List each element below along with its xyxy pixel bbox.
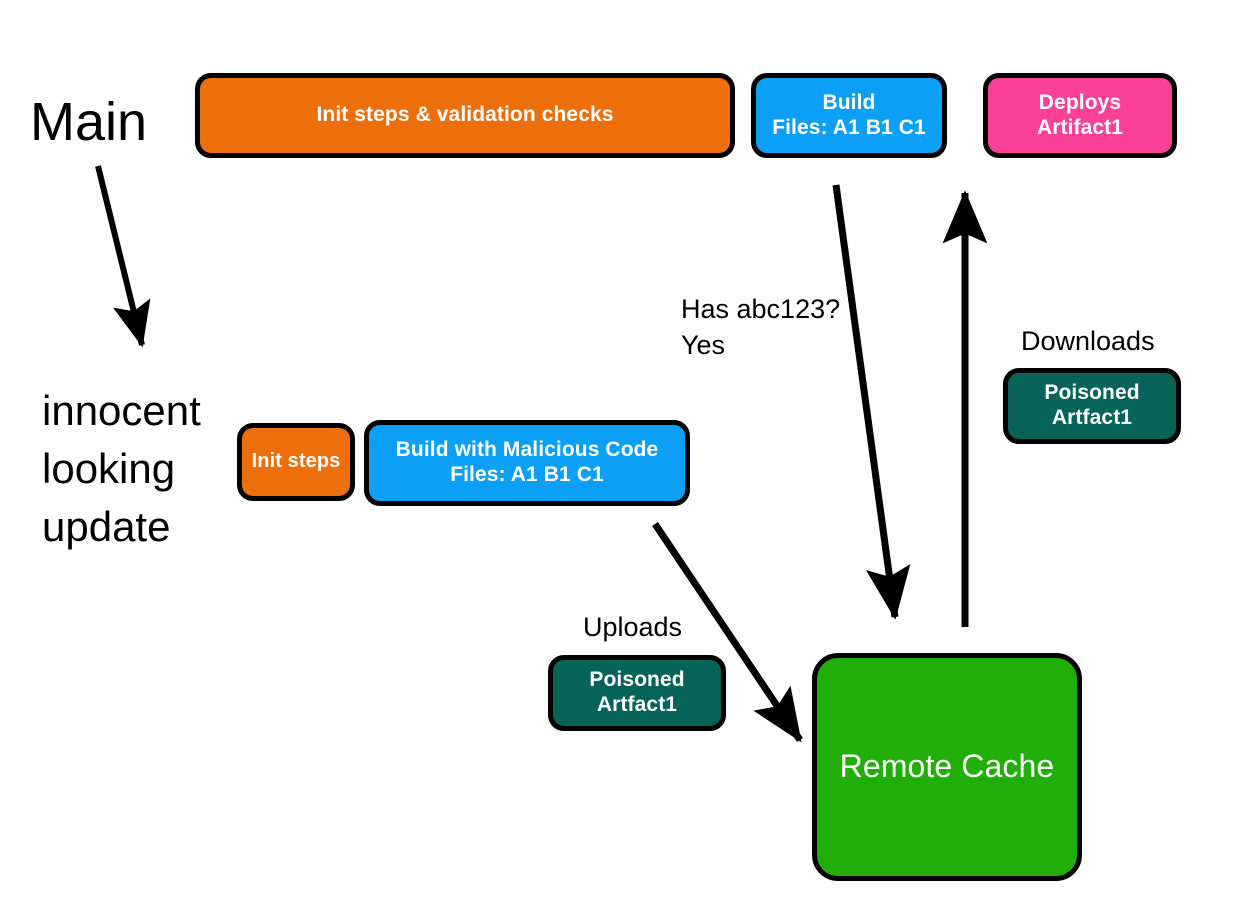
arrow-build-to-cache [832, 184, 911, 620]
edge-label-has-abc123: Has abc123? Yes [681, 294, 841, 360]
node-init-steps-validation-checks[interactable]: Init steps & validation checks [195, 73, 735, 158]
arrow-main-to-update [95, 165, 151, 348]
edge-label-downloads: Downloads [1021, 326, 1155, 356]
node-deploys-artifact1[interactable]: Deploys Artifact1 [983, 73, 1177, 158]
node-build-main[interactable]: Build Files: A1 B1 C1 [751, 73, 947, 158]
node-init-steps[interactable]: Init steps [237, 423, 355, 501]
node-remote-cache[interactable]: Remote Cache [812, 653, 1082, 881]
node-poisoned-artifact-download[interactable]: Poisoned Artfact1 [1003, 368, 1181, 444]
node-poisoned-artifact-upload[interactable]: Poisoned Artfact1 [548, 655, 726, 731]
edge-label-uploads: Uploads [583, 612, 683, 642]
lane-label-innocent-update: innocent looking update [42, 387, 201, 550]
lane-label-main: Main [30, 92, 148, 152]
node-build-with-malicious-code[interactable]: Build with Malicious Code Files: A1 B1 C… [364, 420, 690, 506]
